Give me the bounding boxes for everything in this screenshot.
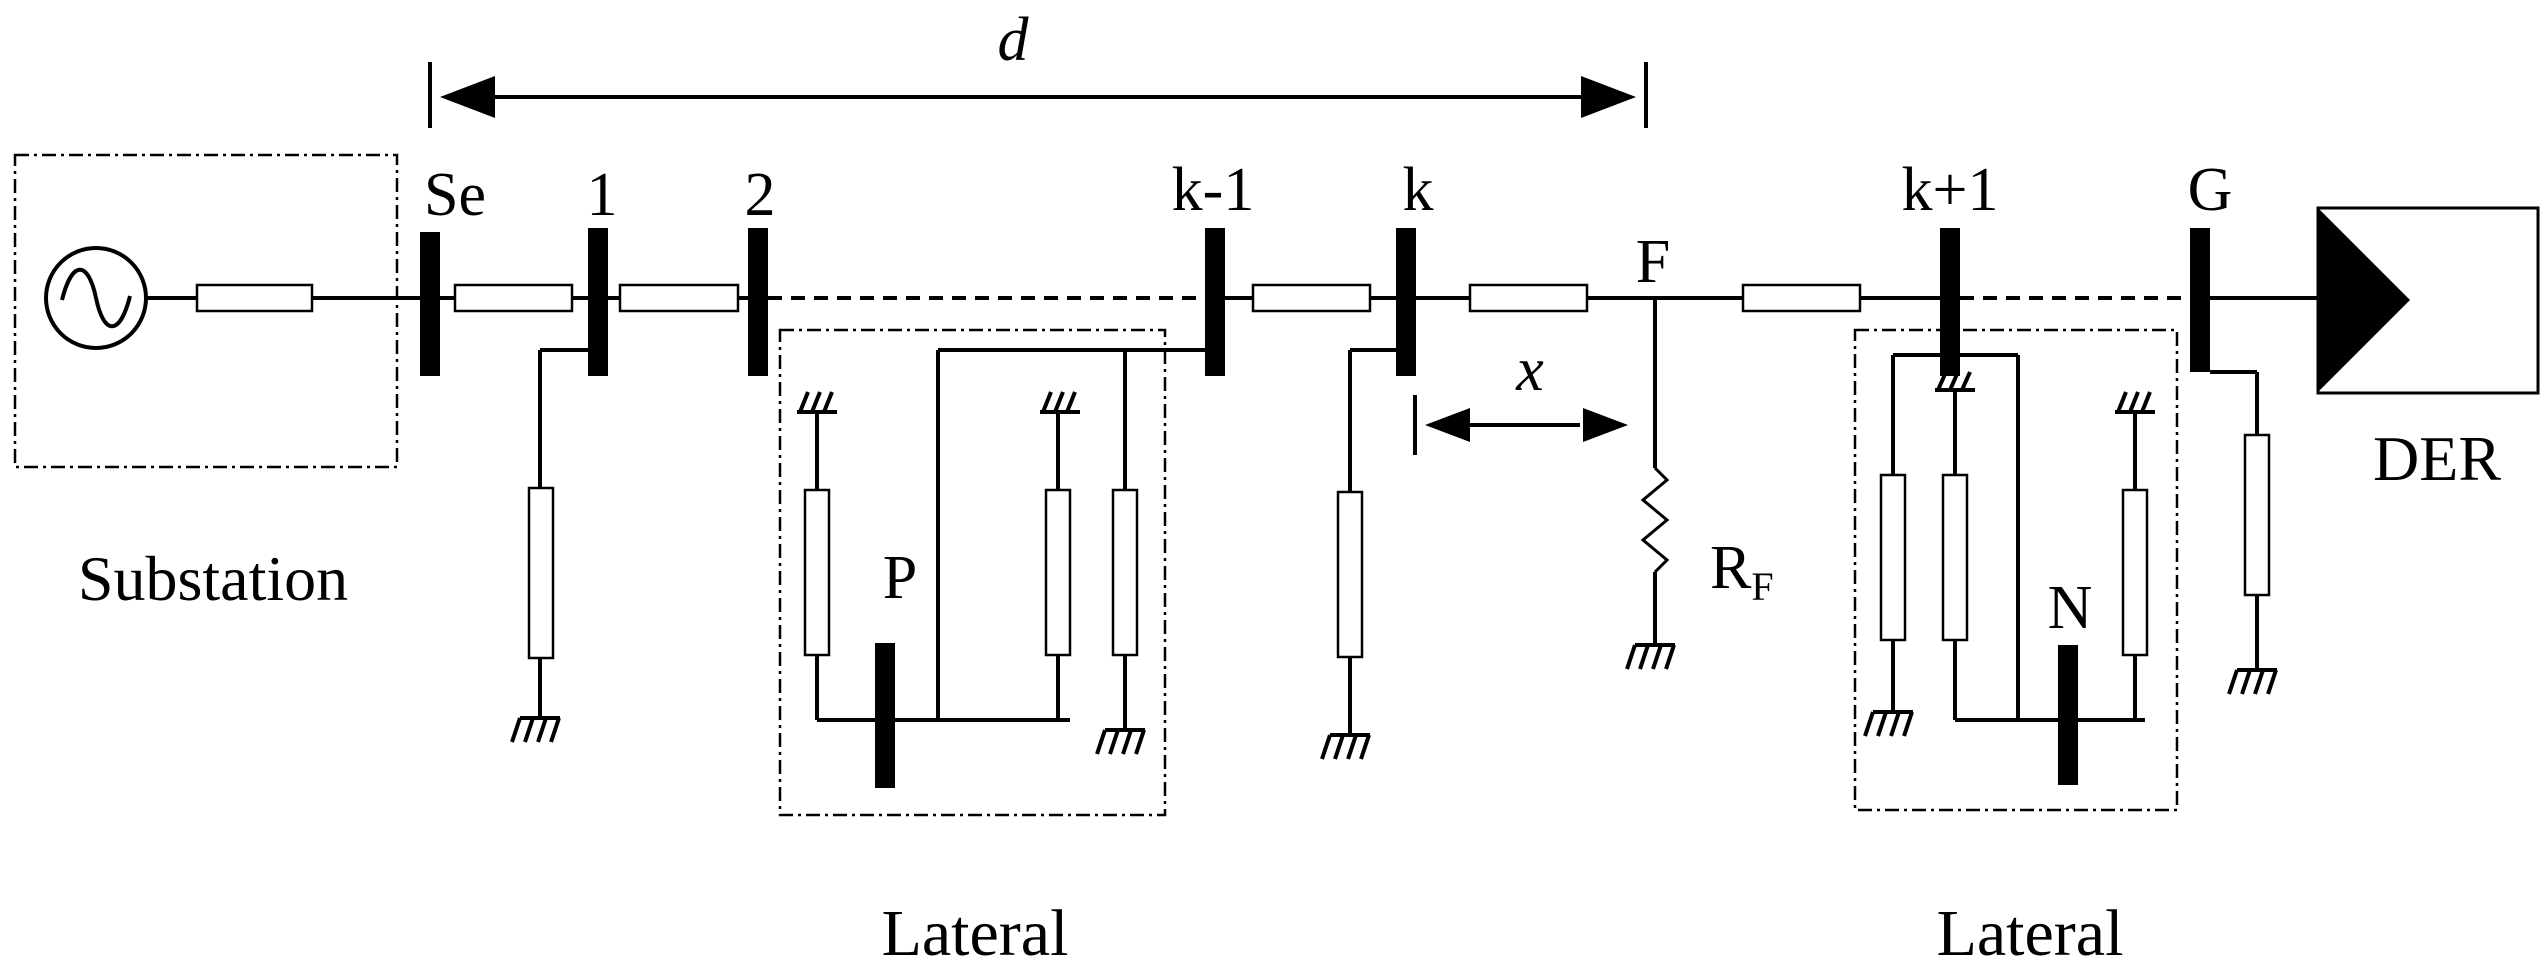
arrow-left-icon: [1425, 408, 1470, 442]
bus-n: [2058, 645, 2078, 785]
label-lateral-left: Lateral: [882, 897, 1069, 970]
bus-2: [748, 228, 768, 376]
load-bus-1: [510, 348, 588, 743]
arrow-left-icon: [440, 76, 495, 118]
label-bus-k-1: k-1: [1172, 156, 1255, 224]
der-triangle-icon: [2318, 208, 2410, 392]
label-bus-k+1: k+1: [1902, 156, 1999, 224]
label-x: x: [1515, 336, 1544, 404]
label-bus-n: N: [2048, 574, 2093, 642]
ground-icon: [2115, 391, 2155, 414]
ground-icon: [1320, 733, 1371, 760]
ground-icon: [1095, 728, 1146, 755]
line-impedance-f-k+1: [1741, 283, 1862, 313]
label-fault-resistance: RF: [1710, 534, 1774, 609]
load-bus-g: [2210, 370, 2278, 695]
label-der: DER: [2373, 423, 2501, 494]
label-d: d: [998, 6, 1030, 74]
der: [2316, 206, 2540, 395]
label-lateral-right: Lateral: [1937, 897, 2124, 970]
ground-icon: [2227, 668, 2278, 695]
ground-icon: [797, 391, 837, 414]
main-feeder: [440, 283, 2318, 313]
bus-1: [588, 228, 608, 376]
bus-k: [1396, 228, 1416, 376]
bus-k-1: [1205, 228, 1225, 376]
bus-g: [2190, 228, 2210, 372]
ground-icon: [1040, 391, 1080, 414]
lateral-right: [1853, 328, 2179, 812]
label-bus-1: 1: [587, 161, 618, 229]
line-impedance-1-2: [618, 283, 740, 313]
label-bus-g: G: [2188, 156, 2233, 224]
label-substation: Substation: [78, 543, 348, 614]
label-fault-resistance-sub: F: [1751, 564, 1773, 609]
ground-icon: [510, 716, 561, 743]
fault-resistor: [1640, 466, 1670, 574]
arrow-right-icon: [1583, 408, 1628, 442]
line-impedance-k-f: [1468, 283, 1589, 313]
fault-branch: [1625, 298, 1676, 670]
line-impedance-se-1: [453, 283, 574, 313]
sine-wave-icon: [60, 267, 132, 329]
label-bus-2: 2: [745, 161, 776, 229]
label-bus-p: P: [883, 544, 917, 612]
label-fault-resistance-main: R: [1710, 534, 1752, 602]
distance-x-indicator: [1413, 395, 1628, 455]
label-fault: F: [1636, 228, 1670, 296]
line-impedance-k-1-k: [1251, 283, 1372, 313]
substation-box: [13, 153, 399, 469]
source-impedance: [195, 283, 314, 313]
label-bus-k: k: [1403, 156, 1434, 224]
substation: [13, 153, 420, 469]
load-bus-k: [1320, 348, 1396, 760]
label-bus-se: Se: [424, 161, 486, 229]
arrow-right-icon: [1581, 76, 1636, 118]
bus-p: [875, 643, 895, 788]
ground-icon: [1625, 643, 1676, 670]
bus-k+1: [1940, 228, 1960, 376]
bus-bars: [420, 228, 2210, 376]
bus-se: [420, 232, 440, 376]
lateral-left: [778, 328, 1205, 817]
lateral-left-box: [778, 328, 1167, 817]
lateral-right-box: [1853, 328, 2179, 812]
ground-icon: [1863, 710, 1914, 737]
distance-d-indicator: [428, 62, 1648, 128]
